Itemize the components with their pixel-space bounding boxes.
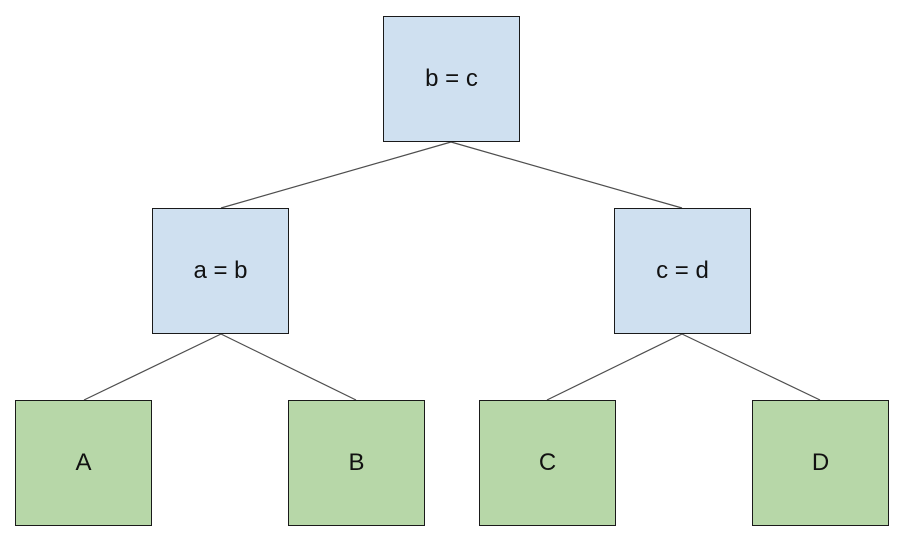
- leaf-node-a-label: A: [75, 449, 92, 476]
- node-right-label: c = d: [656, 257, 709, 284]
- node-right: c = d: [614, 208, 751, 334]
- leaf-node-d-label: D: [811, 449, 830, 476]
- node-left-label: a = b: [193, 257, 248, 284]
- leaf-node-c-label: C: [538, 449, 557, 476]
- node-left: a = b: [152, 208, 289, 334]
- node-root-label: b = c: [425, 65, 478, 92]
- leaf-node-b: B: [288, 400, 425, 526]
- edge-left-B: [220, 333, 357, 401]
- edge-root-right: [450, 141, 683, 209]
- node-root: b = c: [383, 16, 520, 142]
- leaf-node-d: D: [752, 400, 889, 526]
- leaf-node-c: C: [479, 400, 616, 526]
- leaf-node-a: A: [15, 400, 152, 526]
- edge-right-D: [681, 333, 821, 401]
- edge-left-A: [83, 333, 222, 401]
- edge-root-left: [220, 141, 452, 209]
- edge-right-C: [546, 333, 683, 401]
- leaf-node-b-label: B: [348, 449, 365, 476]
